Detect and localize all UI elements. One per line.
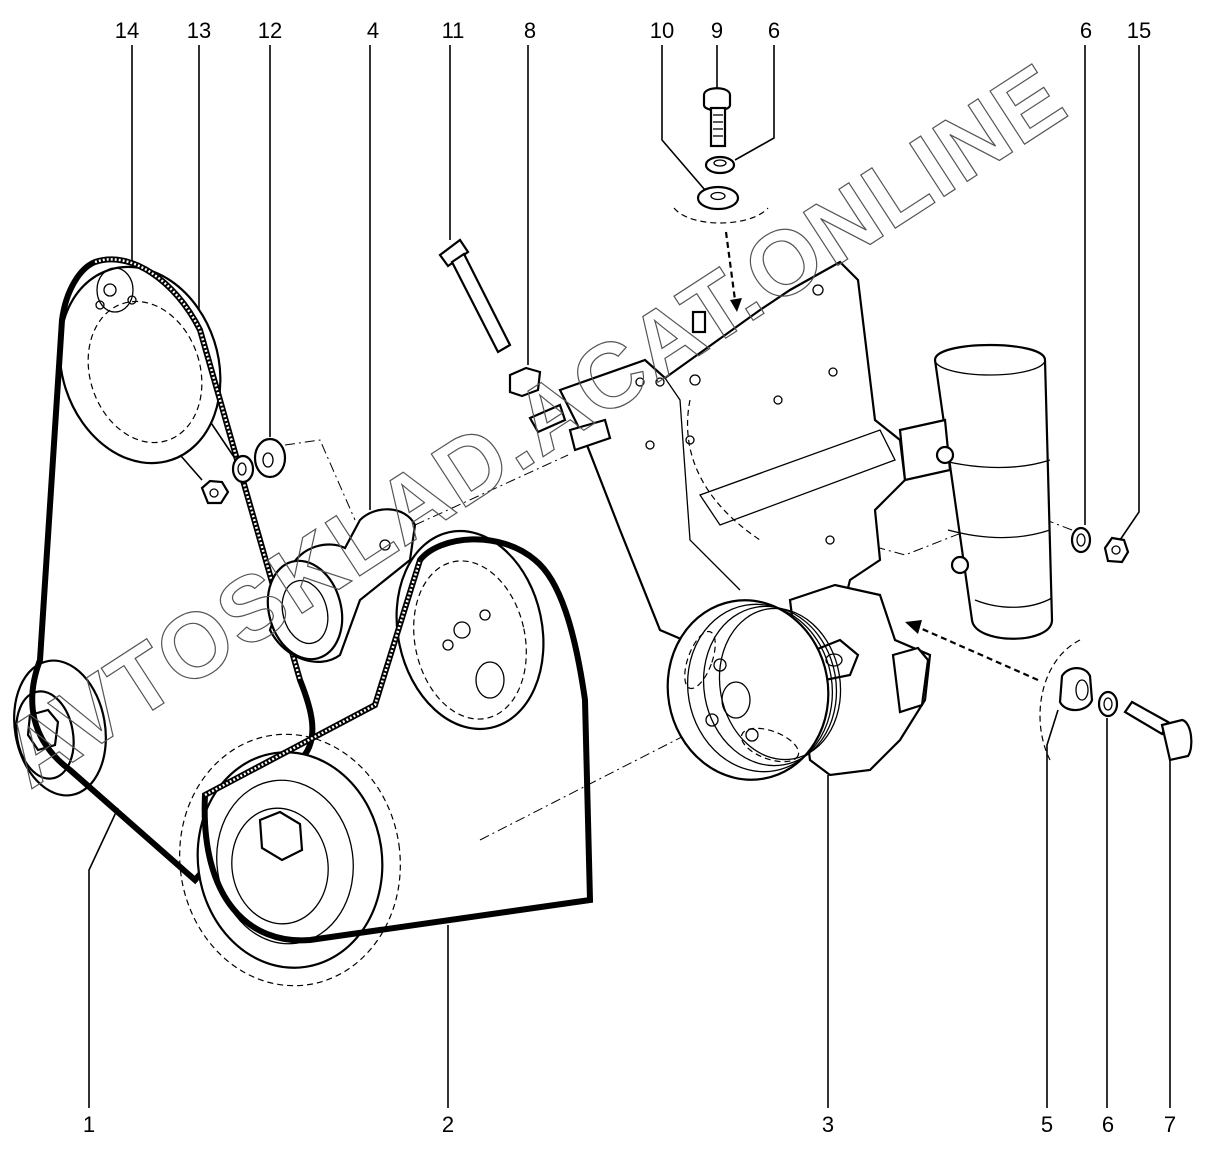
long-bolt-11[interactable]	[438, 238, 512, 354]
callout-1[interactable]: 1	[83, 1112, 95, 1137]
callout-15[interactable]: 15	[1127, 18, 1151, 43]
leader-15	[1119, 45, 1140, 541]
assembly-arrow-right	[905, 620, 1039, 682]
callout-7[interactable]: 7	[1164, 1112, 1176, 1137]
callout-2[interactable]: 2	[442, 1112, 454, 1137]
callout-4[interactable]: 4	[367, 18, 379, 43]
flat-washer-10[interactable]	[696, 185, 740, 211]
leader-6-top	[734, 45, 775, 161]
nut-14[interactable]	[200, 479, 230, 505]
callout-12[interactable]: 12	[258, 18, 282, 43]
reservoir-clamp	[898, 418, 952, 482]
idler-pulley[interactable]	[379, 517, 561, 743]
bracket-stud	[691, 310, 707, 334]
callouts-bottom: 1 2 3 5 6 7	[83, 1112, 1176, 1137]
leader-10	[661, 45, 706, 191]
callout-8[interactable]: 8	[524, 18, 536, 43]
bracket-left-pin	[528, 403, 567, 434]
assembly-arrow-top	[724, 231, 742, 312]
callout-6-right[interactable]: 6	[1080, 18, 1092, 43]
leader-1	[88, 807, 119, 1108]
spring-washer-13[interactable]	[231, 454, 255, 484]
damper-center-bolt	[258, 810, 304, 862]
callout-9[interactable]: 9	[711, 18, 723, 43]
flat-washer-12[interactable]	[253, 437, 287, 479]
callout-3[interactable]: 3	[822, 1112, 834, 1137]
pump-mounting-bracket[interactable]	[528, 260, 907, 682]
upper-pulley	[58, 265, 222, 465]
spacer-bushing-8[interactable]	[508, 366, 542, 398]
fluid-reservoir[interactable]	[898, 343, 1054, 640]
callout-14[interactable]: 14	[115, 18, 139, 43]
callout-13[interactable]: 13	[187, 18, 211, 43]
nut-15[interactable]	[1103, 536, 1130, 564]
leader-lines	[88, 45, 1171, 1108]
callout-6-bottom[interactable]: 6	[1102, 1112, 1114, 1137]
callout-5[interactable]: 5	[1041, 1112, 1053, 1137]
spring-washer-6-bottom[interactable]	[1097, 690, 1119, 718]
callout-6-top[interactable]: 6	[768, 18, 780, 43]
power-steering-pump[interactable]	[654, 583, 932, 793]
belt-tensioner[interactable]	[257, 508, 417, 667]
spacer-bushing-5[interactable]	[1058, 667, 1094, 712]
spring-washer-6-right[interactable]	[1070, 526, 1092, 554]
callouts-top: 14 13 12 4 11 8 10 9 6 6 15	[115, 18, 1151, 43]
bolt-9[interactable]	[702, 87, 732, 148]
assembly-arc-top	[673, 207, 769, 224]
bracket-threaded-stud	[568, 418, 612, 452]
pump-inlet-fitting	[891, 646, 930, 714]
assembly-arc-right	[1039, 639, 1081, 761]
callout-11[interactable]: 11	[442, 18, 465, 43]
bolt-7[interactable]	[1123, 700, 1193, 762]
leader-5	[1046, 709, 1059, 1108]
callout-10[interactable]: 10	[650, 18, 674, 43]
crankshaft-damper-pulley[interactable]	[164, 720, 417, 1000]
spring-washer-6-top[interactable]	[704, 155, 736, 175]
power-steering-drive-belt[interactable]	[201, 536, 594, 944]
